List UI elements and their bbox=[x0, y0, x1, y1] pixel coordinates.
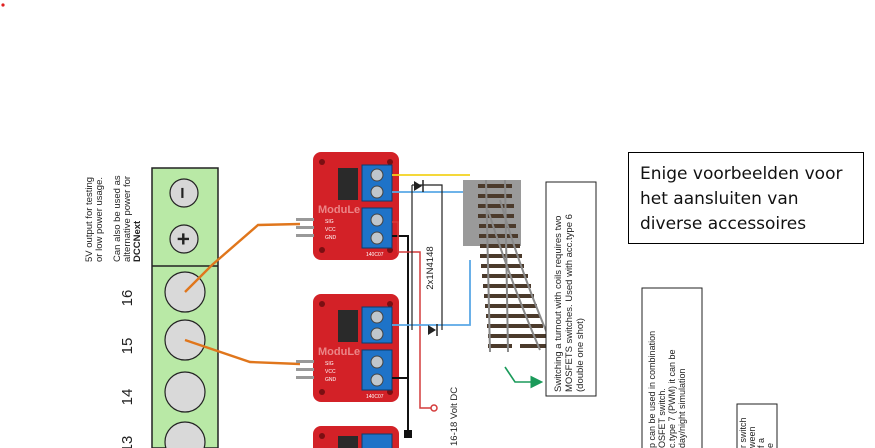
switch-note-box bbox=[736, 403, 778, 448]
pin-label-16: 16 bbox=[119, 290, 136, 307]
plus-symbol: + bbox=[171, 233, 196, 246]
mosfet-module-2: ModuLe SIG VCC GND 140C07 bbox=[296, 294, 399, 402]
terminal-14 bbox=[164, 371, 206, 413]
module-1-brand: ModuLe bbox=[318, 204, 360, 216]
turnout-note: Switching a turnout with coils requires … bbox=[553, 214, 586, 392]
corner-mark bbox=[1, 3, 5, 7]
minus-symbol: − bbox=[172, 187, 194, 199]
callout-line-2: het aansluiten van bbox=[640, 189, 799, 209]
diode-2 bbox=[428, 324, 438, 336]
minus-terminal bbox=[169, 178, 199, 208]
pin-label-13: 13 bbox=[119, 436, 136, 448]
terminal-note: 5V output for testing or low power usage… bbox=[84, 175, 143, 262]
svg-text:DCCNext: DCCNext bbox=[132, 220, 143, 262]
terminal-pin-labels: 16 15 14 13 bbox=[119, 290, 136, 448]
switch-note: r switch ween f a e bbox=[738, 417, 775, 448]
diode-1 bbox=[414, 180, 424, 192]
callout-line-3: diverse accessoires bbox=[640, 214, 807, 234]
svg-text:Can also be used as: Can also be used as bbox=[112, 175, 123, 262]
signal-wire-15 bbox=[184, 338, 301, 366]
module-1-gnd: GND bbox=[325, 235, 337, 241]
pin-label-14: 14 bbox=[119, 389, 136, 406]
power-wiring bbox=[392, 174, 471, 438]
module-1-sig: SIG bbox=[325, 219, 334, 225]
module-1-part: 140C07 bbox=[366, 252, 384, 258]
pin-label-15: 15 bbox=[119, 338, 136, 355]
module-2-sig: SIG bbox=[325, 361, 334, 367]
module-1-vcc: VCC bbox=[325, 227, 336, 233]
svg-text:e: e bbox=[765, 443, 775, 448]
svg-text:(double one shot): (double one shot) bbox=[575, 318, 586, 392]
terminal-block: − + bbox=[151, 167, 219, 448]
turnout-track bbox=[463, 179, 553, 353]
green-arrow bbox=[504, 366, 544, 389]
svg-text:ween: ween bbox=[747, 426, 757, 448]
svg-text:MOSFETS switches. Used with ac: MOSFETS switches. Used with acc.type 6 bbox=[564, 214, 575, 392]
signal-wire-16 bbox=[184, 222, 301, 293]
mosfet-module-3 bbox=[313, 426, 399, 448]
svg-text:Switching a turnout with coils: Switching a turnout with coils requires … bbox=[553, 216, 564, 392]
svg-text:alternative power for: alternative power for bbox=[122, 176, 133, 262]
svg-text:f a: f a bbox=[756, 438, 766, 448]
mosfet-module-1: ModuLe SIG VCC GND 140C07 bbox=[296, 152, 399, 260]
svg-text:5V output for testing: 5V output for testing bbox=[84, 177, 95, 262]
plus-terminal bbox=[169, 224, 199, 254]
svg-text:or low power usage.: or low power usage. bbox=[94, 177, 105, 262]
svg-text:day/night simulation: day/night simulation bbox=[677, 368, 687, 448]
svg-text:r switch: r switch bbox=[738, 417, 748, 448]
svg-text:c.type 7 (PWM) it can be: c.type 7 (PWM) it can be bbox=[667, 349, 677, 448]
module-2-vcc: VCC bbox=[325, 369, 336, 375]
power-label: 16-18 Volt DC bbox=[449, 387, 460, 446]
module-2-gnd: GND bbox=[325, 377, 337, 383]
svg-text:OSFET switch.: OSFET switch. bbox=[657, 388, 667, 448]
module-2-part: 140C07 bbox=[366, 394, 384, 400]
terminal-13 bbox=[164, 421, 206, 448]
lamp-note-box bbox=[641, 287, 703, 448]
intro-callout: Enige voorbeelden voor het aansluiten va… bbox=[628, 152, 864, 244]
turnout-note-box bbox=[545, 181, 597, 397]
lamp-note: p can be used in combination OSFET switc… bbox=[647, 331, 687, 448]
module-2-brand: ModuLe bbox=[318, 346, 360, 358]
diode-label: 2x1N4148 bbox=[425, 246, 436, 289]
callout-line-1: Enige voorbeelden voor bbox=[640, 164, 843, 184]
svg-text:p can be used in combination: p can be used in combination bbox=[647, 331, 657, 448]
